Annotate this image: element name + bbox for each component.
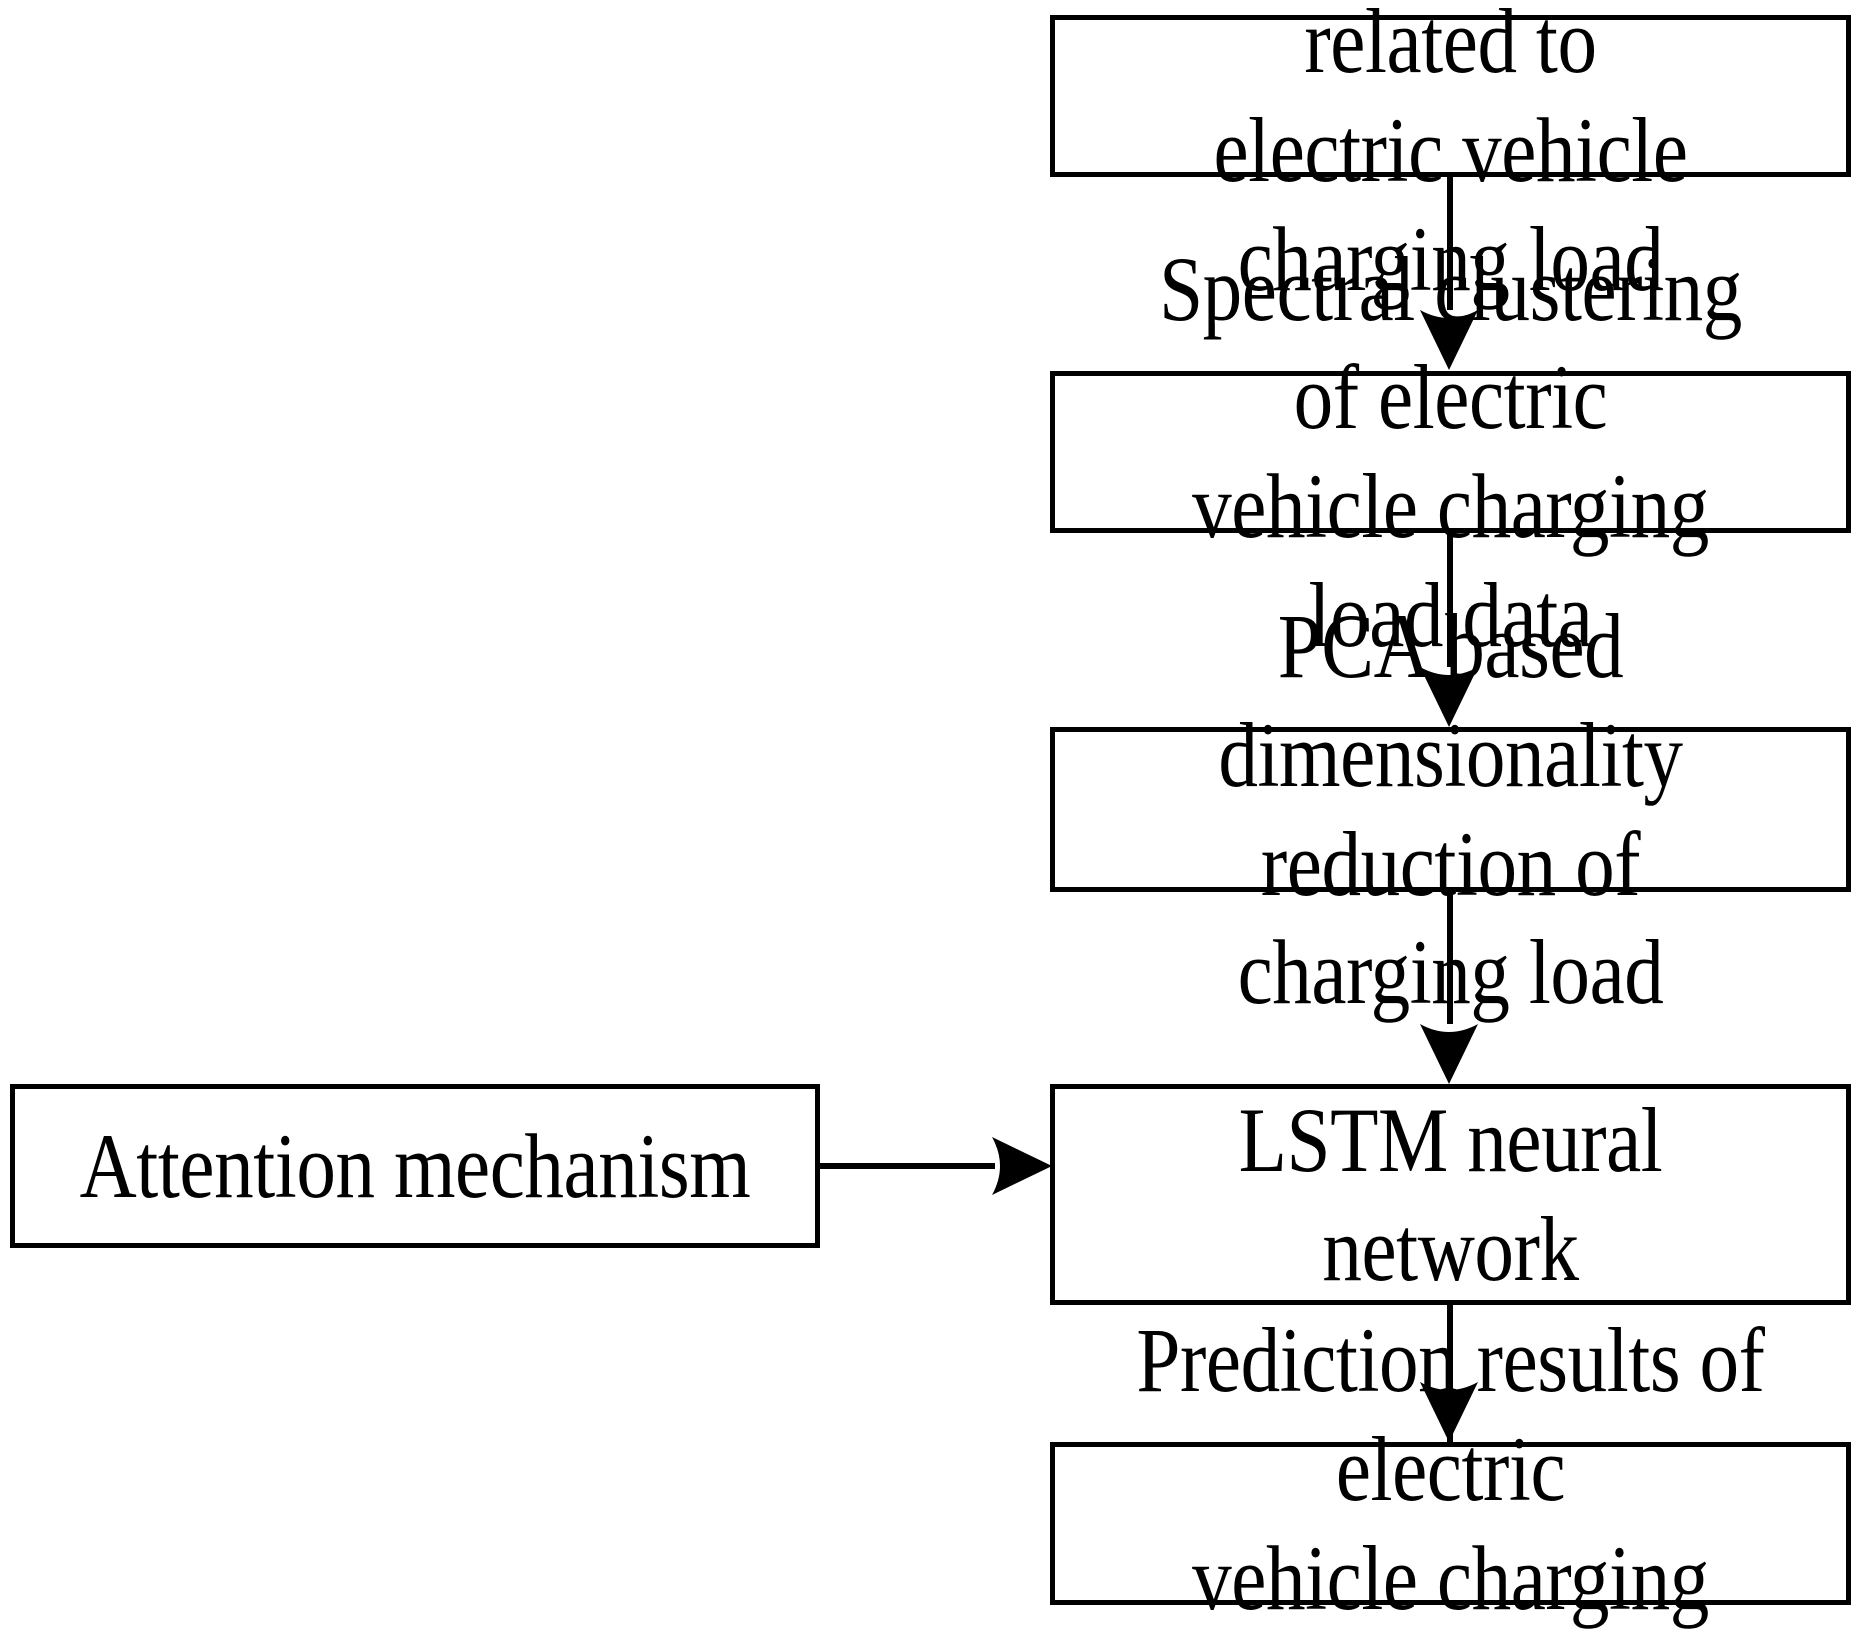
- edge-historical-to-spectral-line: [1447, 177, 1453, 310]
- node-prediction-results-label: Prediction results of electric vehicle c…: [1136, 1309, 1765, 1636]
- arrow-right-icon-attention-to-lstm: [992, 1137, 1052, 1195]
- node-attention-mechanism[interactable]: Attention mechanism: [10, 1084, 820, 1248]
- node-lstm-neural-network-label: LSTM neural network: [1238, 1088, 1663, 1300]
- node-attention-mechanism-label: Attention mechanism: [79, 1114, 751, 1217]
- arrow-down-icon-spectral-to-pca: [1420, 667, 1478, 727]
- node-historical-data[interactable]: Historical data related to electric vehi…: [1050, 0, 1851, 310]
- node-lstm-neural-network[interactable]: LSTM neural network: [1050, 1084, 1851, 1305]
- node-prediction-results[interactable]: Prediction results of electric vehicle c…: [1050, 1309, 1851, 1636]
- node-spectral-clustering[interactable]: Spectral clustering of electric vehicle …: [1050, 238, 1851, 666]
- node-historical-data-label: Historical data related to electric vehi…: [1213, 0, 1688, 310]
- edge-attention-to-lstm-line: [820, 1163, 995, 1169]
- edge-pca-to-lstm-line: [1447, 892, 1453, 1024]
- node-pca-dimensionality-reduction-label: PCA based dimensionality reduction of ch…: [1218, 595, 1683, 1024]
- edge-lstm-to-prediction-line: [1447, 1305, 1453, 1442]
- arrow-down-icon-historical-to-spectral: [1420, 310, 1478, 370]
- node-pca-dimensionality-reduction[interactable]: PCA based dimensionality reduction of ch…: [1050, 595, 1851, 1023]
- edge-spectral-to-pca-line: [1447, 533, 1453, 667]
- arrow-down-icon-pca-to-lstm: [1420, 1024, 1478, 1084]
- arrow-down-icon-lstm-to-prediction: [1420, 1382, 1478, 1442]
- node-spectral-clustering-label: Spectral clustering of electric vehicle …: [1159, 237, 1742, 666]
